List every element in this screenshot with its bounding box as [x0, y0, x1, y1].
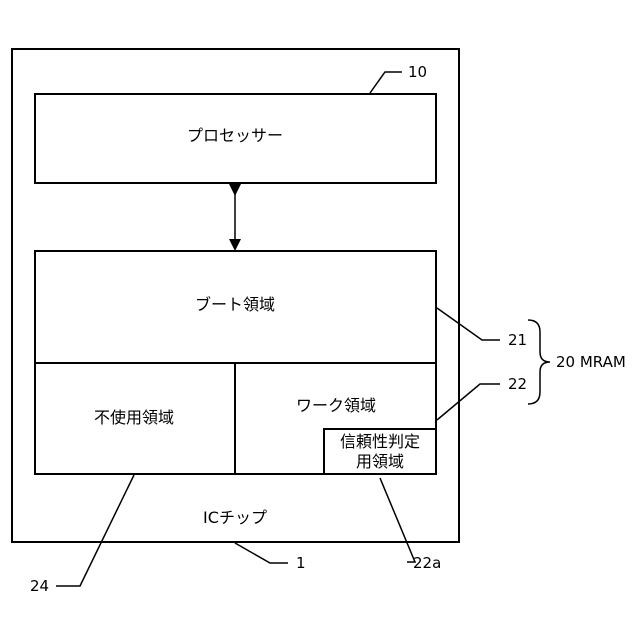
- ref-1: 1: [296, 556, 306, 571]
- ref-21: 21: [508, 333, 527, 348]
- ic-chip-label: ICチップ: [203, 510, 267, 526]
- leader-21: [437, 308, 500, 340]
- leader-24: [56, 475, 134, 586]
- leader-1: [235, 543, 288, 563]
- ref-20-mram: 20 MRAM: [556, 355, 626, 370]
- leader-22: [437, 384, 500, 420]
- unused-area-label: 不使用領域: [94, 410, 174, 426]
- ref-22a: 22a: [413, 556, 441, 571]
- reliability-area-label: 信頼性判定 用領域: [325, 432, 435, 472]
- leader-22a: [380, 478, 415, 562]
- ref-22: 22: [508, 377, 527, 392]
- mram-brace: [528, 320, 550, 404]
- reliability-label-line2: 用領域: [325, 452, 435, 472]
- ref-10: 10: [408, 65, 427, 80]
- work-area-label: ワーク領域: [296, 398, 376, 414]
- ref-24: 24: [30, 579, 49, 594]
- processor-label: プロセッサー: [187, 128, 283, 144]
- leader-10: [370, 72, 402, 93]
- boot-area-label: ブート領域: [195, 297, 275, 313]
- reliability-label-line1: 信頼性判定: [325, 432, 435, 452]
